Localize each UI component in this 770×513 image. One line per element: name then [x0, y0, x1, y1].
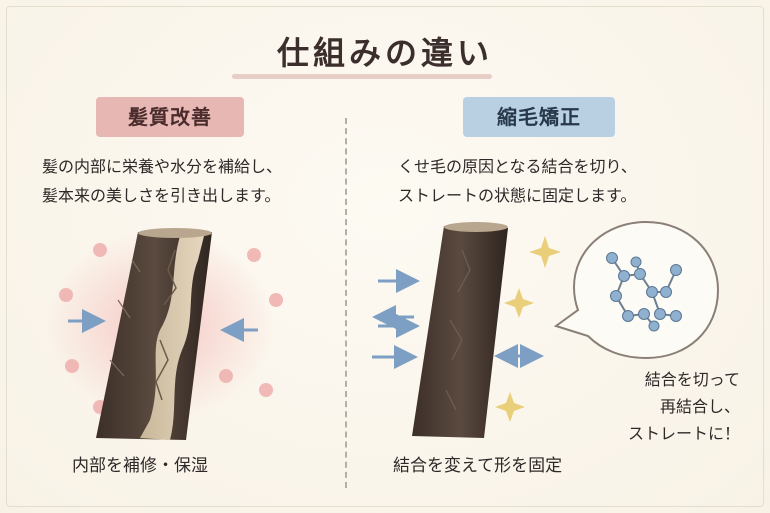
damaged-hair-strand-icon	[96, 228, 212, 440]
hair-improvement-caption: 内部を補修・保湿	[72, 456, 208, 476]
straightening-badge: 縮毛矯正	[463, 97, 615, 137]
bond-line-3: ストレートに！	[627, 424, 740, 443]
right-desc-line-1: くせ毛の原因となる結合を切り、	[398, 157, 637, 176]
straight-hair-strand-icon	[412, 222, 508, 438]
center-divider	[345, 118, 347, 488]
straightening-caption: 結合を変えて形を固定	[393, 456, 563, 476]
hair-improvement-description: 髪の内部に栄養や水分を補給し、 髪本来の美しさを引き出します。	[42, 152, 342, 210]
bond-explanation: 結合を切って 再結合し、 ストレートに！	[580, 366, 740, 447]
hair-improvement-badge: 髪質改善	[96, 97, 244, 137]
left-desc-line-1: 髪の内部に栄養や水分を補給し、	[42, 157, 283, 176]
title-underline	[232, 74, 492, 79]
moisture-dots	[59, 243, 283, 414]
bond-line-2: 再結合し、	[659, 397, 740, 416]
bond-line-1: 結合を切って	[644, 370, 740, 389]
sparkle-icons	[495, 236, 561, 422]
page-frame	[6, 6, 764, 507]
bond-bubble	[553, 220, 720, 360]
right-desc-line-2: ストレートの状態に固定します。	[398, 186, 637, 205]
straightening-description: くせ毛の原因となる結合を切り、 ストレートの状態に固定します。	[398, 152, 728, 210]
page-title: 仕組みの違い	[276, 34, 493, 72]
left-desc-line-2: 髪本来の美しさを引き出します。	[42, 186, 281, 205]
molecule-bond-icon	[606, 252, 682, 332]
